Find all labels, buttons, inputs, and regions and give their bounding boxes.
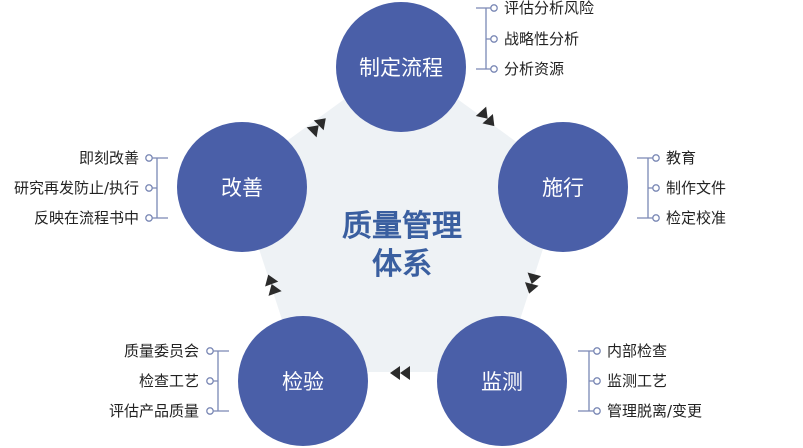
node-execute-label: 施行 [542, 176, 584, 200]
item-execute-3: 检定校准 [666, 209, 726, 227]
item-execute-2: 制作文件 [666, 179, 726, 197]
bracket-dot [490, 65, 498, 73]
node-execute: 施行 [498, 122, 628, 252]
bracket-plan [476, 7, 494, 70]
cycle-arrows [265, 106, 542, 380]
bracket-dot [652, 184, 660, 192]
arrow-monitor-to-inspect [390, 366, 410, 380]
bracket-dot [206, 347, 214, 355]
item-execute-1: 教育 [666, 149, 696, 167]
item-improve-1: 即刻改善 [79, 149, 139, 167]
double-triangle-arrow-icon [306, 125, 319, 138]
item-monitor-3: 管理脱离/变更 [607, 402, 702, 420]
arrow-inspect-to-improve [265, 274, 282, 296]
node-plan-circle [336, 2, 466, 132]
bracket-dot [652, 214, 660, 222]
arrow-plan-to-execute [475, 106, 495, 127]
node-monitor-label: 监测 [481, 370, 523, 394]
bracket-dot [593, 407, 601, 415]
node-plan: 制定流程 [336, 2, 466, 132]
node-inspect-circle [238, 316, 368, 446]
bracket-dots [145, 4, 660, 415]
node-improve-label: 改善 [221, 176, 263, 200]
double-triangle-arrow-icon [482, 114, 495, 127]
double-triangle-arrow-icon [475, 106, 488, 119]
bracket-dot [652, 154, 660, 162]
node-inspect: 检验 [238, 316, 368, 446]
double-triangle-arrow-icon [390, 366, 400, 380]
bracket-dot [206, 407, 214, 415]
node-inspect-label: 检验 [282, 370, 324, 394]
bracket-dot [490, 35, 498, 43]
double-triangle-arrow-icon [265, 274, 279, 287]
item-inspect-3: 评估产品质量 [109, 402, 199, 420]
item-monitor-1: 内部检查 [607, 342, 667, 360]
item-plan-1: 评估分析风险 [504, 0, 594, 17]
node-execute-circle [498, 122, 628, 252]
double-triangle-arrow-icon [524, 282, 539, 294]
node-plan-label: 制定流程 [359, 56, 443, 80]
item-inspect-1: 质量委员会 [124, 342, 199, 360]
arrow-improve-to-plan [306, 118, 326, 138]
node-monitor-circle [437, 316, 567, 446]
center-title-line1: 质量管理 [342, 209, 462, 244]
node-improve: 改善 [177, 122, 307, 252]
bracket-inspect [210, 350, 229, 412]
bracket-dot [145, 184, 153, 192]
bracket-execute [637, 157, 656, 219]
bracket-dot [145, 154, 153, 162]
node-monitor: 监测 [437, 316, 567, 446]
bracket-dot [206, 377, 214, 385]
bracket-dot [145, 214, 153, 222]
bracket-dot [593, 377, 601, 385]
item-improve-3: 反映在流程书中 [34, 209, 139, 227]
item-improve-2: 研究再发防止/执行 [14, 179, 139, 197]
double-triangle-arrow-icon [268, 284, 282, 296]
double-triangle-arrow-icon [400, 366, 410, 380]
bracket-dot [593, 347, 601, 355]
item-plan-3: 分析资源 [504, 60, 564, 78]
item-monitor-2: 监测工艺 [607, 372, 667, 390]
double-triangle-arrow-icon [313, 118, 326, 131]
double-triangle-arrow-icon [527, 272, 542, 284]
item-plan-2: 战略性分析 [504, 30, 579, 48]
bracket-improve [149, 157, 168, 219]
bracket-dot [490, 4, 498, 12]
item-inspect-2: 检查工艺 [139, 372, 199, 390]
node-improve-circle [177, 122, 307, 252]
bracket-monitor [578, 350, 597, 412]
background-pentagon [236, 58, 566, 372]
center-title-line2: 体系 [372, 247, 432, 282]
arrow-execute-to-monitor [524, 272, 542, 294]
